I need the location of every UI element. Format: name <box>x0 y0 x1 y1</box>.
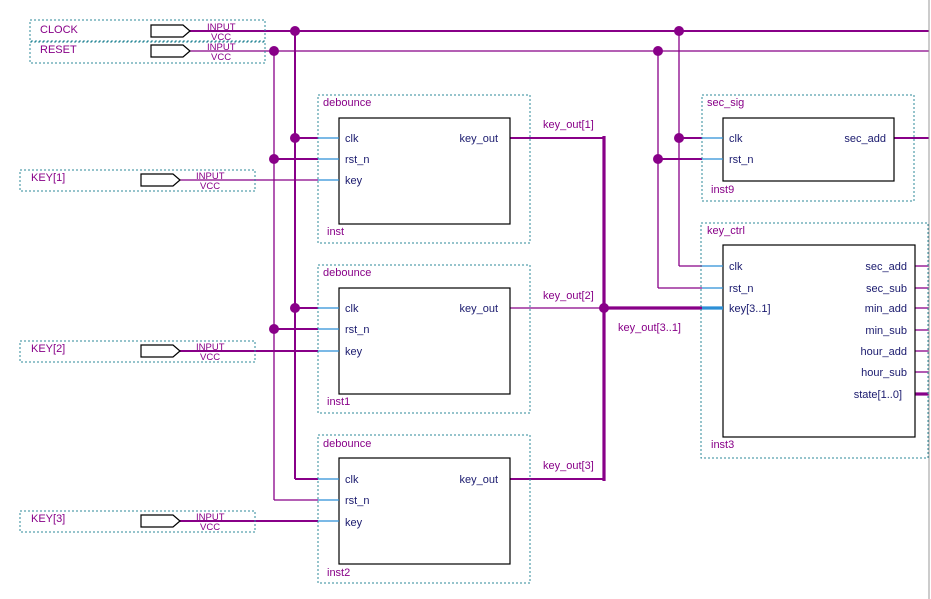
instance-name: inst9 <box>711 184 734 196</box>
module-name: sec_sig <box>707 97 744 109</box>
pin-clk: clk <box>345 474 359 486</box>
pin-min-sub: min_sub <box>865 325 907 337</box>
pin-name: RESET <box>40 44 77 56</box>
pin-box <box>19 510 256 533</box>
pin-arrow-icon <box>140 173 181 187</box>
pin-rst-n: rst_n <box>345 324 369 336</box>
pin-default: VCC <box>211 32 231 43</box>
instance-name: inst2 <box>327 567 350 579</box>
pin-name: CLOCK <box>40 24 79 36</box>
junction-dot <box>290 133 300 143</box>
net-label-key-out3: key_out[3] <box>543 460 594 472</box>
instance-name: inst3 <box>711 439 734 451</box>
bus-label-key-out: key_out[3..1] <box>618 322 681 334</box>
module-name: debounce <box>323 438 371 450</box>
pin-min-add: min_add <box>865 303 907 315</box>
junction-dot <box>674 26 684 36</box>
pin-key: key <box>345 346 363 358</box>
block-frame <box>317 434 531 584</box>
pin-key-out: key_out <box>459 474 498 486</box>
debounce-block-inst2[interactable]: debounce clk rst_n key key_out inst2 key… <box>317 434 594 584</box>
pin-arrow-icon <box>140 514 181 528</box>
pin-clk: clk <box>729 261 743 273</box>
debounce-block-inst1[interactable]: debounce clk rst_n key key_out inst1 key… <box>317 264 594 414</box>
pin-type: INPUT <box>196 512 225 523</box>
net-label-key-out1: key_out[1] <box>543 119 594 131</box>
input-pin-reset[interactable]: RESET INPUT VCC <box>29 41 266 64</box>
pin-arrow-icon <box>150 44 191 58</box>
instance-name: inst1 <box>327 396 350 408</box>
module-name: debounce <box>323 267 371 279</box>
block-frame <box>317 264 531 414</box>
junction-dot <box>269 154 279 164</box>
pin-name: KEY[1] <box>31 172 65 184</box>
pin-clk: clk <box>729 133 743 145</box>
pin-sec-add: sec_add <box>865 261 907 273</box>
input-pin-key3[interactable]: KEY[3] INPUT VCC <box>19 510 256 533</box>
module-name: debounce <box>323 97 371 109</box>
block-frame <box>700 222 929 459</box>
input-pin-key2[interactable]: KEY[2] INPUT VCC <box>19 340 256 363</box>
pin-name: KEY[3] <box>31 513 65 525</box>
pin-key: key <box>345 517 363 529</box>
pin-rst-n: rst_n <box>345 154 369 166</box>
pin-arrow-icon <box>150 24 191 38</box>
pin-key-out: key_out <box>459 303 498 315</box>
junction-dot <box>290 26 300 36</box>
pin-hour-sub: hour_sub <box>861 367 907 379</box>
module-name: key_ctrl <box>707 225 745 237</box>
pin-type: INPUT <box>196 171 225 182</box>
pin-default: VCC <box>200 181 220 192</box>
pin-clk: clk <box>345 133 359 145</box>
sec-sig-block-inst9[interactable]: sec_sig clk rst_n sec_add inst9 <box>701 94 915 202</box>
pin-sec-sub: sec_sub <box>866 283 907 295</box>
block-frame <box>317 94 531 244</box>
key-ctrl-block-inst3[interactable]: key_ctrl clk rst_n key[3..1] sec_add sec… <box>700 222 929 459</box>
debounce-block-inst[interactable]: debounce clk rst_n key key_out inst key_… <box>317 94 594 244</box>
pin-key: key <box>345 175 363 187</box>
pin-box <box>29 41 266 64</box>
pin-hour-add: hour_add <box>861 346 908 358</box>
pin-default: VCC <box>200 522 220 533</box>
pin-box <box>29 19 266 42</box>
pin-arrow-icon <box>140 344 181 358</box>
junction-dot <box>290 303 300 313</box>
pin-rst-n: rst_n <box>729 154 753 166</box>
junction-dot <box>653 46 663 56</box>
pin-default: VCC <box>211 52 231 63</box>
pin-rst-n: rst_n <box>729 283 753 295</box>
junction-dot <box>269 46 279 56</box>
block-frame <box>701 94 915 202</box>
junction-dot <box>674 133 684 143</box>
junction-dot <box>653 154 663 164</box>
pin-box <box>19 169 256 192</box>
input-pin-key1[interactable]: KEY[1] INPUT VCC <box>19 169 256 192</box>
pin-key-out: key_out <box>459 133 498 145</box>
pin-clk: clk <box>345 303 359 315</box>
pin-state: state[1..0] <box>854 389 902 401</box>
input-pin-clock[interactable]: CLOCK INPUT VCC <box>29 19 266 43</box>
pin-type: INPUT <box>196 342 225 353</box>
net-label-key-out2: key_out[2] <box>543 290 594 302</box>
module-symbol <box>338 117 511 225</box>
module-symbol <box>338 287 511 395</box>
pin-rst-n: rst_n <box>345 495 369 507</box>
module-symbol <box>722 117 895 182</box>
pin-name: KEY[2] <box>31 343 65 355</box>
module-symbol <box>722 244 916 438</box>
pin-key-bus: key[3..1] <box>729 303 771 315</box>
module-symbol <box>338 457 511 565</box>
junction-dot <box>269 324 279 334</box>
pin-box <box>19 340 256 363</box>
pin-type: INPUT <box>207 22 236 33</box>
pin-type: INPUT <box>207 42 236 53</box>
instance-name: inst <box>327 226 344 238</box>
junction-dot <box>599 303 609 313</box>
pin-default: VCC <box>200 352 220 363</box>
pin-sec-add: sec_add <box>844 133 886 145</box>
